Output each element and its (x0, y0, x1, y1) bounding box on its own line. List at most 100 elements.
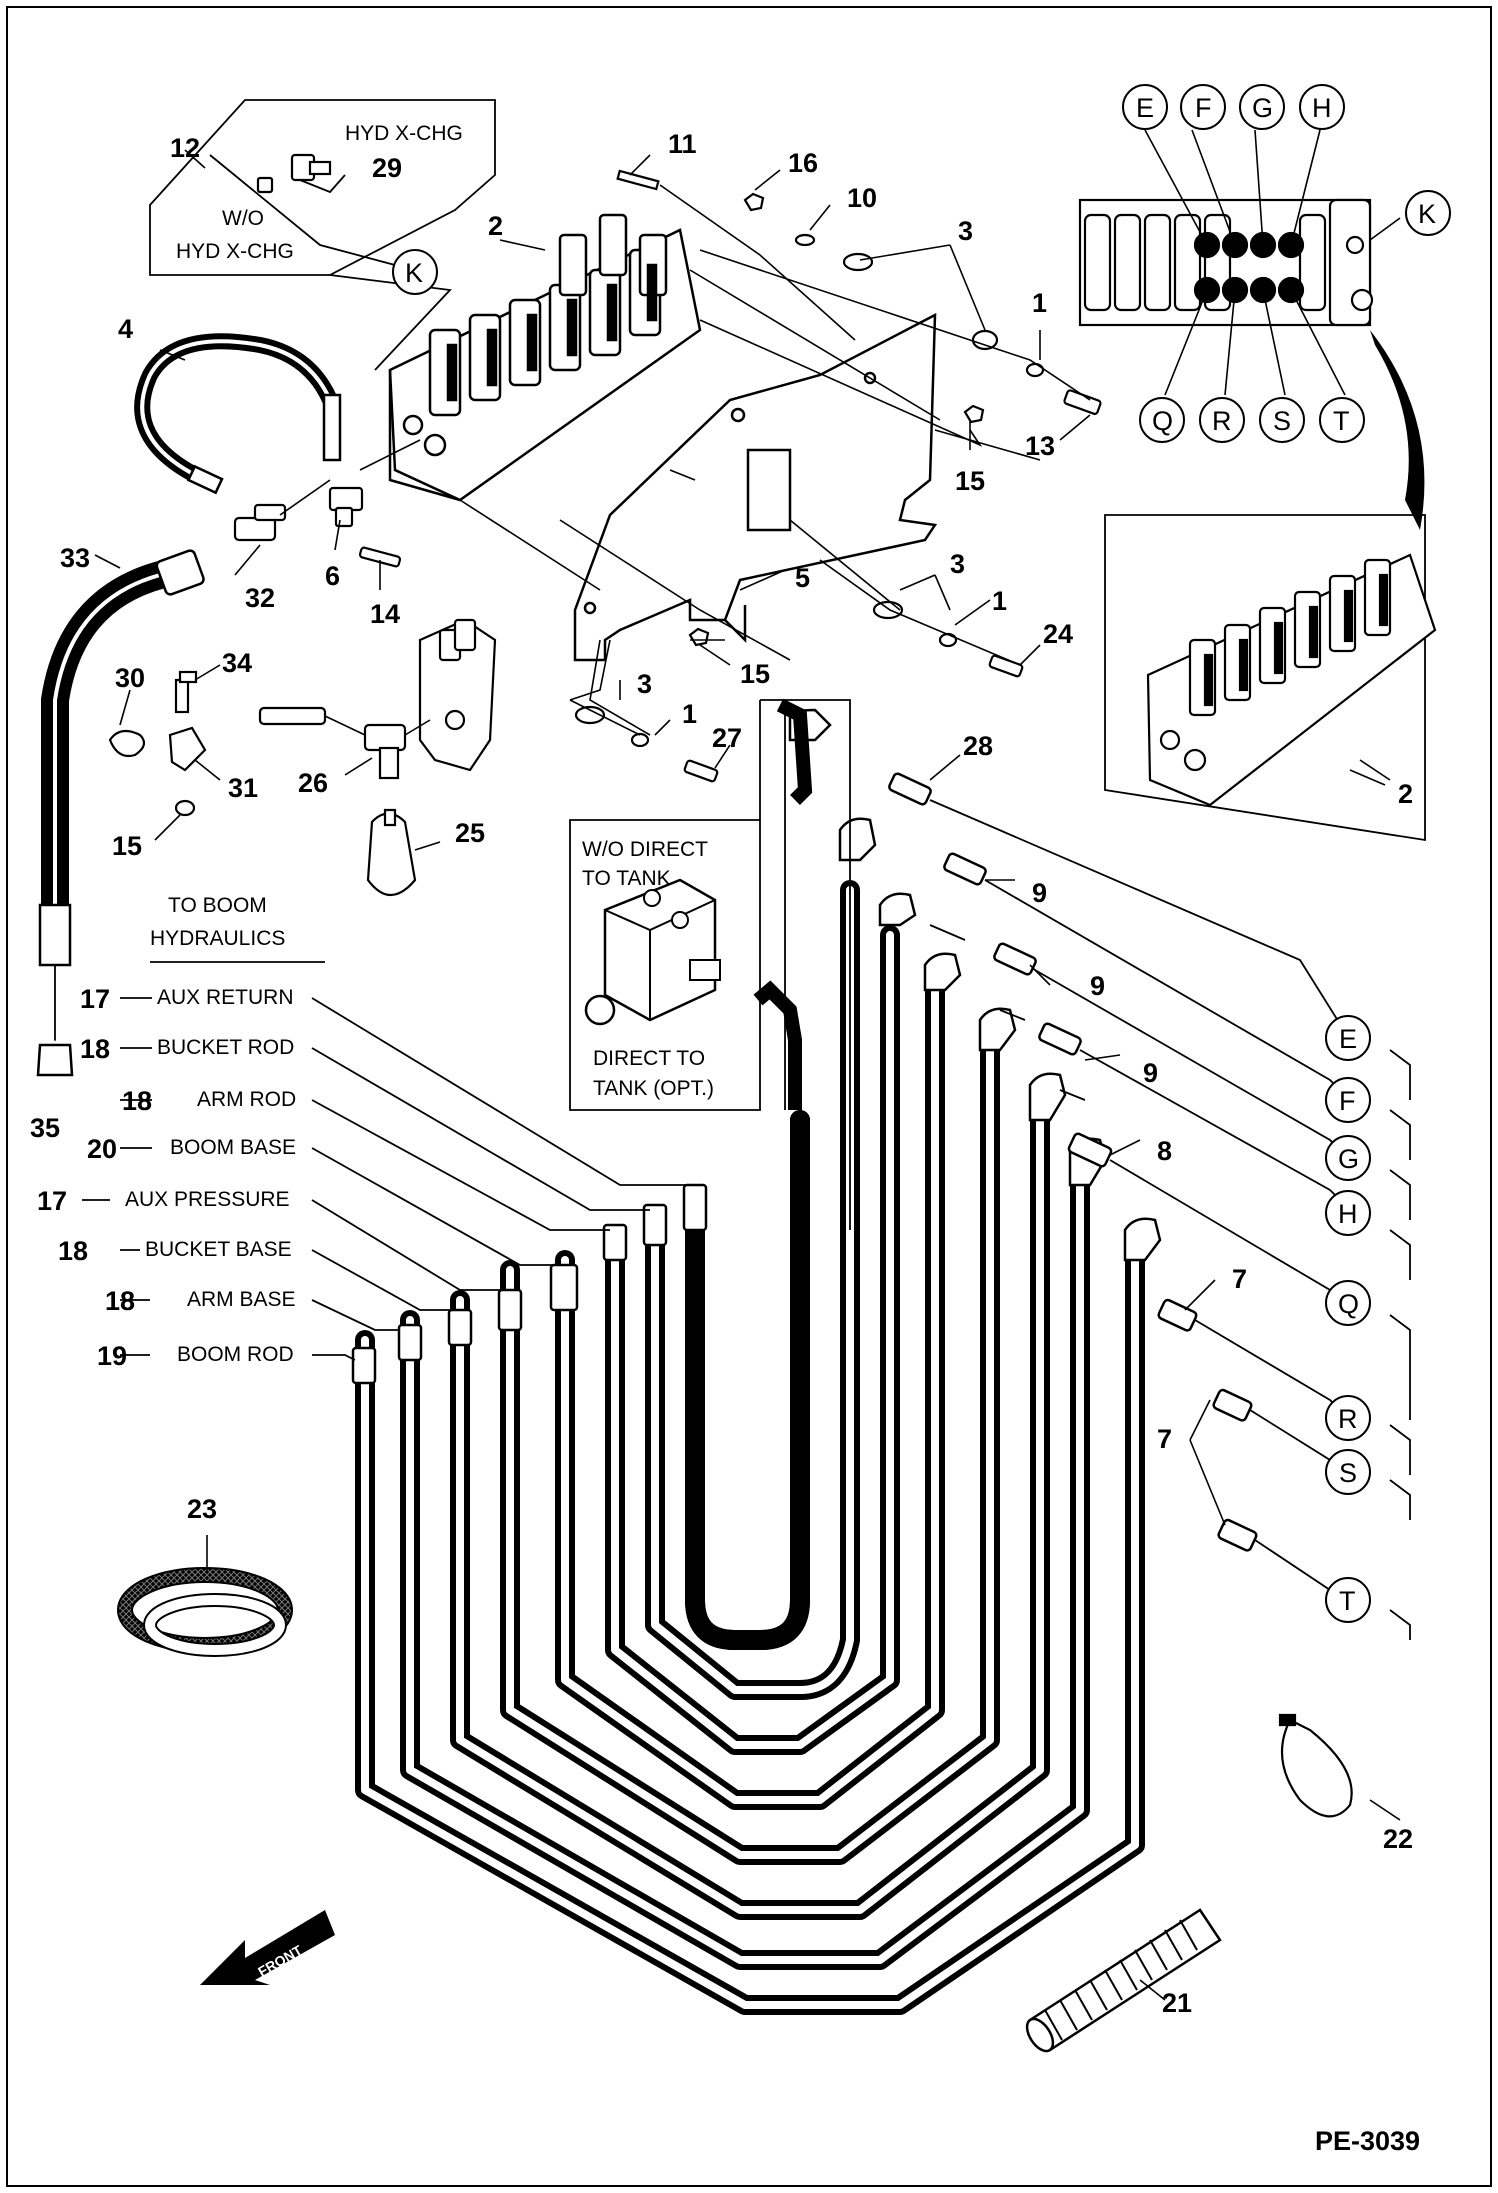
boom-hose-6-label: ARM BASE (187, 1288, 296, 1311)
drawing-id: PE-3039 (1315, 2126, 1420, 2156)
hyd-xchg-fittings (256, 153, 332, 194)
port-letter-texts-right: E F G H Q R S T (1338, 1024, 1359, 1616)
callout-28: 28 (963, 731, 993, 761)
callout-16: 16 (788, 148, 818, 178)
callout-27: 27 (712, 723, 742, 753)
wo-direct-line2: TO TANK (582, 867, 671, 890)
boom-hose-7-label: BOOM ROD (177, 1343, 294, 1366)
spiral-sleeve-21 (1025, 1908, 1222, 2053)
boom-hose-4-label: AUX PRESSURE (125, 1188, 290, 1211)
boom-hose-0-num: 17 (80, 984, 110, 1014)
port-k-main: K (405, 258, 423, 288)
adapter-fittings (888, 772, 1258, 1552)
port-q-right: Q (1338, 1289, 1359, 1319)
port-g-right: G (1338, 1144, 1359, 1174)
callout-8: 8 (1157, 1136, 1172, 1166)
hyd-xchg-inset (149, 99, 496, 371)
clamp-hardware (108, 670, 207, 817)
boom-hose-4-num: 17 (37, 1186, 67, 1216)
port-f-top: F (1195, 93, 1212, 123)
detail-curved-arrow (1370, 330, 1425, 530)
callout-4: 4 (118, 314, 133, 344)
port-h-right: H (1338, 1199, 1358, 1229)
callout-2b: 2 (1398, 779, 1413, 809)
control-valve-main (388, 213, 702, 502)
callout-25: 25 (455, 818, 485, 848)
port-t-top: T (1333, 406, 1350, 436)
port-t-right: T (1339, 1586, 1356, 1616)
port-letters-top (392, 84, 1451, 443)
boom-label-leaders (82, 961, 690, 1361)
boom-hose-1-label: BUCKET ROD (157, 1036, 294, 1059)
hose-bundle (355, 880, 1145, 2015)
callout-33: 33 (60, 543, 90, 573)
callout-13: 13 (1025, 431, 1055, 461)
hardware-fasteners (358, 169, 1102, 783)
direct-line2: TANK (OPT.) (593, 1077, 714, 1100)
callout-9b: 9 (1090, 971, 1105, 1001)
accumulator-assembly (258, 618, 497, 896)
boom-hose-2-num: 18 (122, 1086, 152, 1116)
callout-leaders (94, 149, 1401, 2001)
port-g-top: G (1252, 93, 1273, 123)
boom-hose-7-num: 19 (97, 1341, 127, 1371)
port-e-right: E (1339, 1024, 1357, 1054)
front-direction-arrow: FRONT (200, 1910, 335, 1985)
port-f-right: F (1339, 1086, 1356, 1116)
callout-1b: 1 (992, 586, 1007, 616)
control-valve-secondary (1104, 514, 1437, 842)
boom-hose-0-label: AUX RETURN (157, 986, 294, 1009)
port-k-detail: K (1418, 199, 1436, 229)
callout-34: 34 (222, 648, 252, 678)
wo-label-line2: HYD X-CHG (176, 240, 294, 263)
callout-7a: 7 (1232, 1264, 1247, 1294)
callout-22: 22 (1383, 1824, 1413, 1854)
tee-fittings (233, 439, 421, 542)
boom-hose-labels: 17 AUX RETURN 18 BUCKET ROD 18 ARM ROD 2… (37, 984, 296, 1371)
callout-24: 24 (1043, 619, 1073, 649)
return-hose-33 (36, 549, 205, 1077)
port-letters-right (1325, 1015, 1371, 1623)
callout-1c: 1 (682, 699, 697, 729)
callout-10: 10 (847, 183, 877, 213)
valve-port-detail (1078, 129, 1401, 396)
port-s-right: S (1339, 1458, 1357, 1488)
boom-hose-fittings (351, 1183, 708, 1385)
callout-35: 35 (30, 1113, 60, 1143)
port-q-top: Q (1152, 406, 1173, 436)
callout-9a: 9 (1032, 878, 1047, 908)
direct-to-tank-valve (584, 698, 813, 1110)
callout-3a: 3 (958, 216, 973, 246)
callout-21: 21 (1162, 1988, 1192, 2018)
callout-3c: 3 (637, 669, 652, 699)
callout-6: 6 (325, 561, 340, 591)
callout-11: 11 (668, 129, 697, 159)
boom-hose-3-num: 20 (87, 1134, 117, 1164)
valve-elbow-fittings (788, 708, 1162, 1262)
callout-30: 30 (115, 663, 145, 693)
part-callout-numbers: 1 1 1 1 2 2 3 3 3 4 5 6 7 7 8 9 9 9 10 1… (30, 129, 1413, 2018)
callout-15a: 15 (955, 466, 985, 496)
callout-23: 23 (187, 1494, 217, 1524)
boom-hose-6-num: 18 (105, 1286, 135, 1316)
port-r-right: R (1338, 1404, 1358, 1434)
wo-label-line1: W/O (222, 207, 264, 230)
pilot-hose-4 (134, 333, 342, 495)
to-boom-line1: TO BOOM (168, 894, 267, 917)
port-r-top: R (1212, 406, 1232, 436)
callout-32: 32 (245, 583, 275, 613)
hyd-xchg-label: HYD X-CHG (345, 122, 463, 145)
exploded-leaders (459, 184, 1091, 736)
boom-hose-2-label: ARM ROD (197, 1088, 296, 1111)
callout-5: 5 (795, 563, 810, 593)
protective-mesh-23 (117, 1567, 293, 1657)
callout-3b: 3 (950, 549, 965, 579)
port-h-top: H (1312, 93, 1332, 123)
callout-31: 31 (228, 773, 258, 803)
callout-14: 14 (370, 599, 400, 629)
port-s-top: S (1273, 406, 1291, 436)
boom-hose-1-num: 18 (80, 1034, 110, 1064)
to-boom-line2: HYDRAULICS (150, 927, 285, 950)
